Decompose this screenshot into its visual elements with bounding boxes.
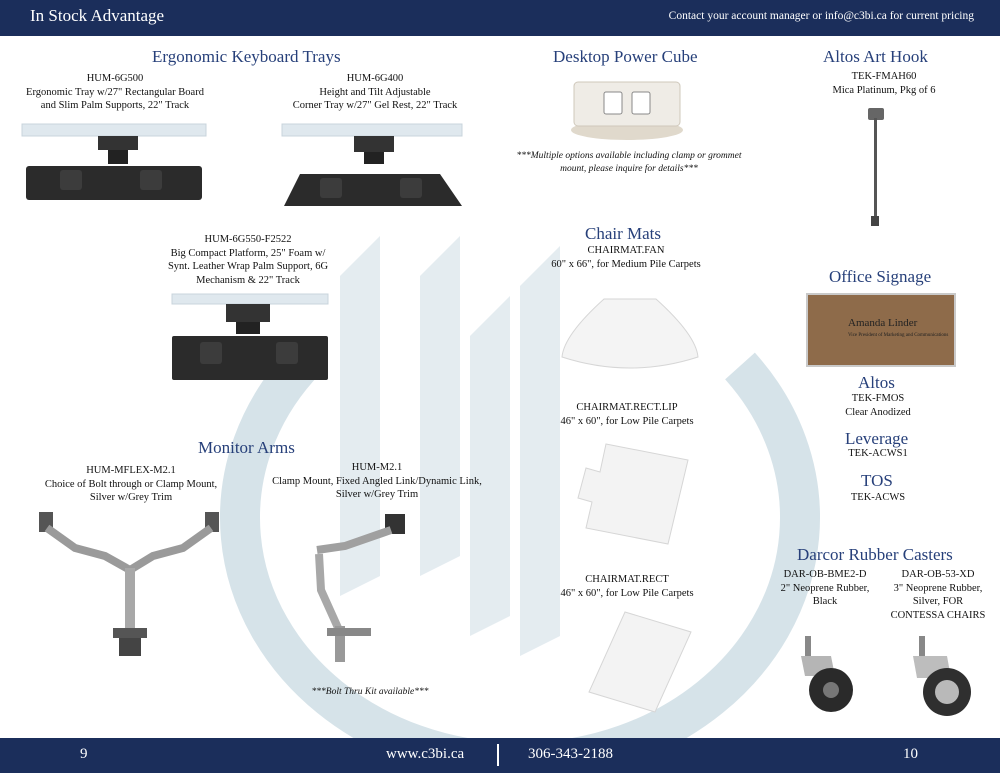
art-hook-text: TEK-FMAH60 Mica Platinum, Pkg of 6	[833, 70, 936, 97]
caster-53xd-line1: 3" Neoprene Rubber,	[893, 582, 983, 594]
tray-6g400-line1: Height and Tilt Adjustable	[319, 86, 431, 98]
phone-number: 306-343-2188	[528, 746, 613, 762]
power-cube-note-line1: ***Multiple options available including …	[516, 151, 742, 161]
caster-bme2-line1: 2" Neoprene Rubber,	[780, 582, 870, 594]
mat-rect-lip-text: CHAIRMAT.RECT.LIP 46" x 60", for Low Pil…	[560, 401, 693, 428]
tray-6g550-text: HUM-6G550-F2522 Big Compact Platform, 25…	[168, 233, 328, 287]
page-title: In Stock Advantage	[30, 6, 165, 25]
arm-mflex-line2: Silver w/Grey Trim	[89, 492, 173, 503]
tray-6g500-line2: and Slim Palm Supports, 22" Track	[40, 100, 190, 111]
sign-title: Vice President of Marketing and Communic…	[848, 333, 949, 338]
mat-fan-text: CHAIRMAT.FAN 60" x 66", for Medium Pile …	[551, 244, 700, 271]
altos-text: TEK-FMOS Clear Anodized	[845, 392, 911, 419]
mat-rect-lip-sku: CHAIRMAT.RECT.LIP	[576, 402, 678, 413]
tray-6g400-line2: Corner Tray w/27" Gel Rest, 22" Track	[292, 100, 458, 111]
caster-53xd-text: DAR-OB-53-XD 3" Neoprene Rubber, Silver,…	[891, 568, 986, 622]
art-hook-heading: Altos Art Hook	[823, 47, 928, 66]
casters-heading: Darcor Rubber Casters	[797, 545, 953, 564]
power-cube-image	[571, 81, 683, 140]
chair-mat-rect-image	[588, 611, 692, 713]
arm-m21-text: HUM-M2.1 Clamp Mount, Fixed Angled Link/…	[272, 461, 482, 502]
keyboard-tray-6g400-image	[281, 123, 463, 206]
keyboard-trays-heading: Ergonomic Keyboard Trays	[152, 47, 341, 66]
tray-6g550-line2: Synt. Leather Wrap Palm Support, 6G	[167, 261, 329, 272]
contact-text: Contact your account manager or info@c3b…	[668, 10, 974, 22]
office-sign-image: Amanda Linder Vice President of Marketin…	[806, 293, 956, 367]
website-link[interactable]: www.c3bi.ca	[386, 746, 465, 762]
caster-53xd-line3: CONTESSA CHAIRS	[890, 609, 986, 621]
art-hook-desc: Mica Platinum, Pkg of 6	[832, 84, 936, 96]
tray-6g500-text: HUM-6G500 Ergonomic Tray w/27" Rectangul…	[26, 72, 204, 113]
mat-rect-desc: 46" x 60", for Low Pile Carpets	[560, 587, 694, 599]
footer-bar: 9 www.c3bi.ca 306-343-2188 10	[0, 738, 1000, 773]
tray-6g500-sku: HUM-6G500	[86, 73, 144, 84]
page-number-left: 9	[80, 746, 88, 762]
tray-6g550-sku: HUM-6G550-F2522	[204, 234, 292, 245]
mat-fan-sku: CHAIRMAT.FAN	[587, 245, 665, 256]
chair-mats-heading: Chair Mats	[585, 224, 662, 243]
leverage-heading: Leverage	[845, 429, 909, 448]
caster-53xd-sku: DAR-OB-53-XD	[901, 569, 975, 580]
art-hook-image	[868, 108, 884, 226]
art-hook-sku: TEK-FMAH60	[851, 71, 917, 82]
single-monitor-arm-image	[315, 514, 405, 662]
tray-6g550-line3: Mechanism & 22" Track	[196, 274, 300, 286]
caster-bme2-sku: DAR-OB-BME2-D	[783, 569, 867, 580]
caster-bme2-text: DAR-OB-BME2-D 2" Neoprene Rubber, Black	[781, 568, 870, 609]
page-number-right: 10	[903, 746, 918, 762]
arm-mflex-line1: Choice of Bolt through or Clamp Mount,	[44, 478, 218, 490]
arm-mflex-text: HUM-MFLEX-M2.1 Choice of Bolt through or…	[45, 464, 217, 505]
power-cube-note-line2: mount, please inquire for details***	[560, 163, 698, 174]
tray-6g500-line1: Ergonomic Tray w/27" Rectangular Board	[26, 86, 204, 98]
tos-heading: TOS	[861, 471, 893, 490]
caster-silver-image	[913, 636, 971, 716]
mat-rect-sku: CHAIRMAT.RECT	[585, 574, 669, 585]
tray-6g400-text: HUM-6G400 Height and Tilt Adjustable Cor…	[293, 72, 458, 113]
altos-desc: Clear Anodized	[845, 406, 911, 418]
caster-bme2-line2: Black	[812, 596, 838, 607]
office-signage-heading: Office Signage	[829, 267, 932, 286]
keyboard-tray-6g500-image	[21, 123, 207, 200]
chair-mat-lip-image	[577, 443, 689, 545]
sign-name: Amanda Linder	[848, 317, 918, 329]
dual-monitor-arm-image	[39, 512, 219, 656]
leverage-sku: TEK-ACWS1	[848, 448, 908, 459]
tos-sku: TEK-ACWS	[850, 492, 906, 503]
tray-6g400-sku: HUM-6G400	[346, 73, 404, 84]
arm-mflex-sku: HUM-MFLEX-M2.1	[86, 465, 176, 476]
altos-heading: Altos	[858, 373, 895, 392]
mat-fan-desc: 60" x 66", for Medium Pile Carpets	[551, 258, 701, 270]
arm-m21-line1: Clamp Mount, Fixed Angled Link/Dynamic L…	[272, 475, 482, 487]
power-cube-note: ***Multiple options available including …	[517, 150, 742, 175]
footer-divider	[497, 744, 499, 766]
arm-m21-line2: Silver w/Grey Trim	[335, 489, 419, 500]
monitor-arms-heading: Monitor Arms	[198, 438, 295, 457]
tray-6g550-line1: Big Compact Platform, 25" Foam w/	[170, 247, 326, 259]
caster-53xd-line2: Silver, FOR	[912, 596, 964, 607]
arm-m21-sku: HUM-M2.1	[351, 462, 403, 473]
chair-mat-fan-image	[561, 298, 699, 369]
header-bar: In Stock Advantage Contact your account …	[0, 0, 1000, 36]
keyboard-tray-6g550-image	[171, 293, 329, 380]
altos-sku: TEK-FMOS	[851, 393, 905, 404]
power-cube-heading: Desktop Power Cube	[553, 47, 698, 66]
mat-rect-text: CHAIRMAT.RECT 46" x 60", for Low Pile Ca…	[560, 573, 693, 600]
caster-black-image	[801, 636, 853, 712]
mat-rect-lip-desc: 46" x 60", for Low Pile Carpets	[560, 415, 694, 427]
bolt-thru-note: ***Bolt Thru Kit available***	[311, 687, 429, 697]
